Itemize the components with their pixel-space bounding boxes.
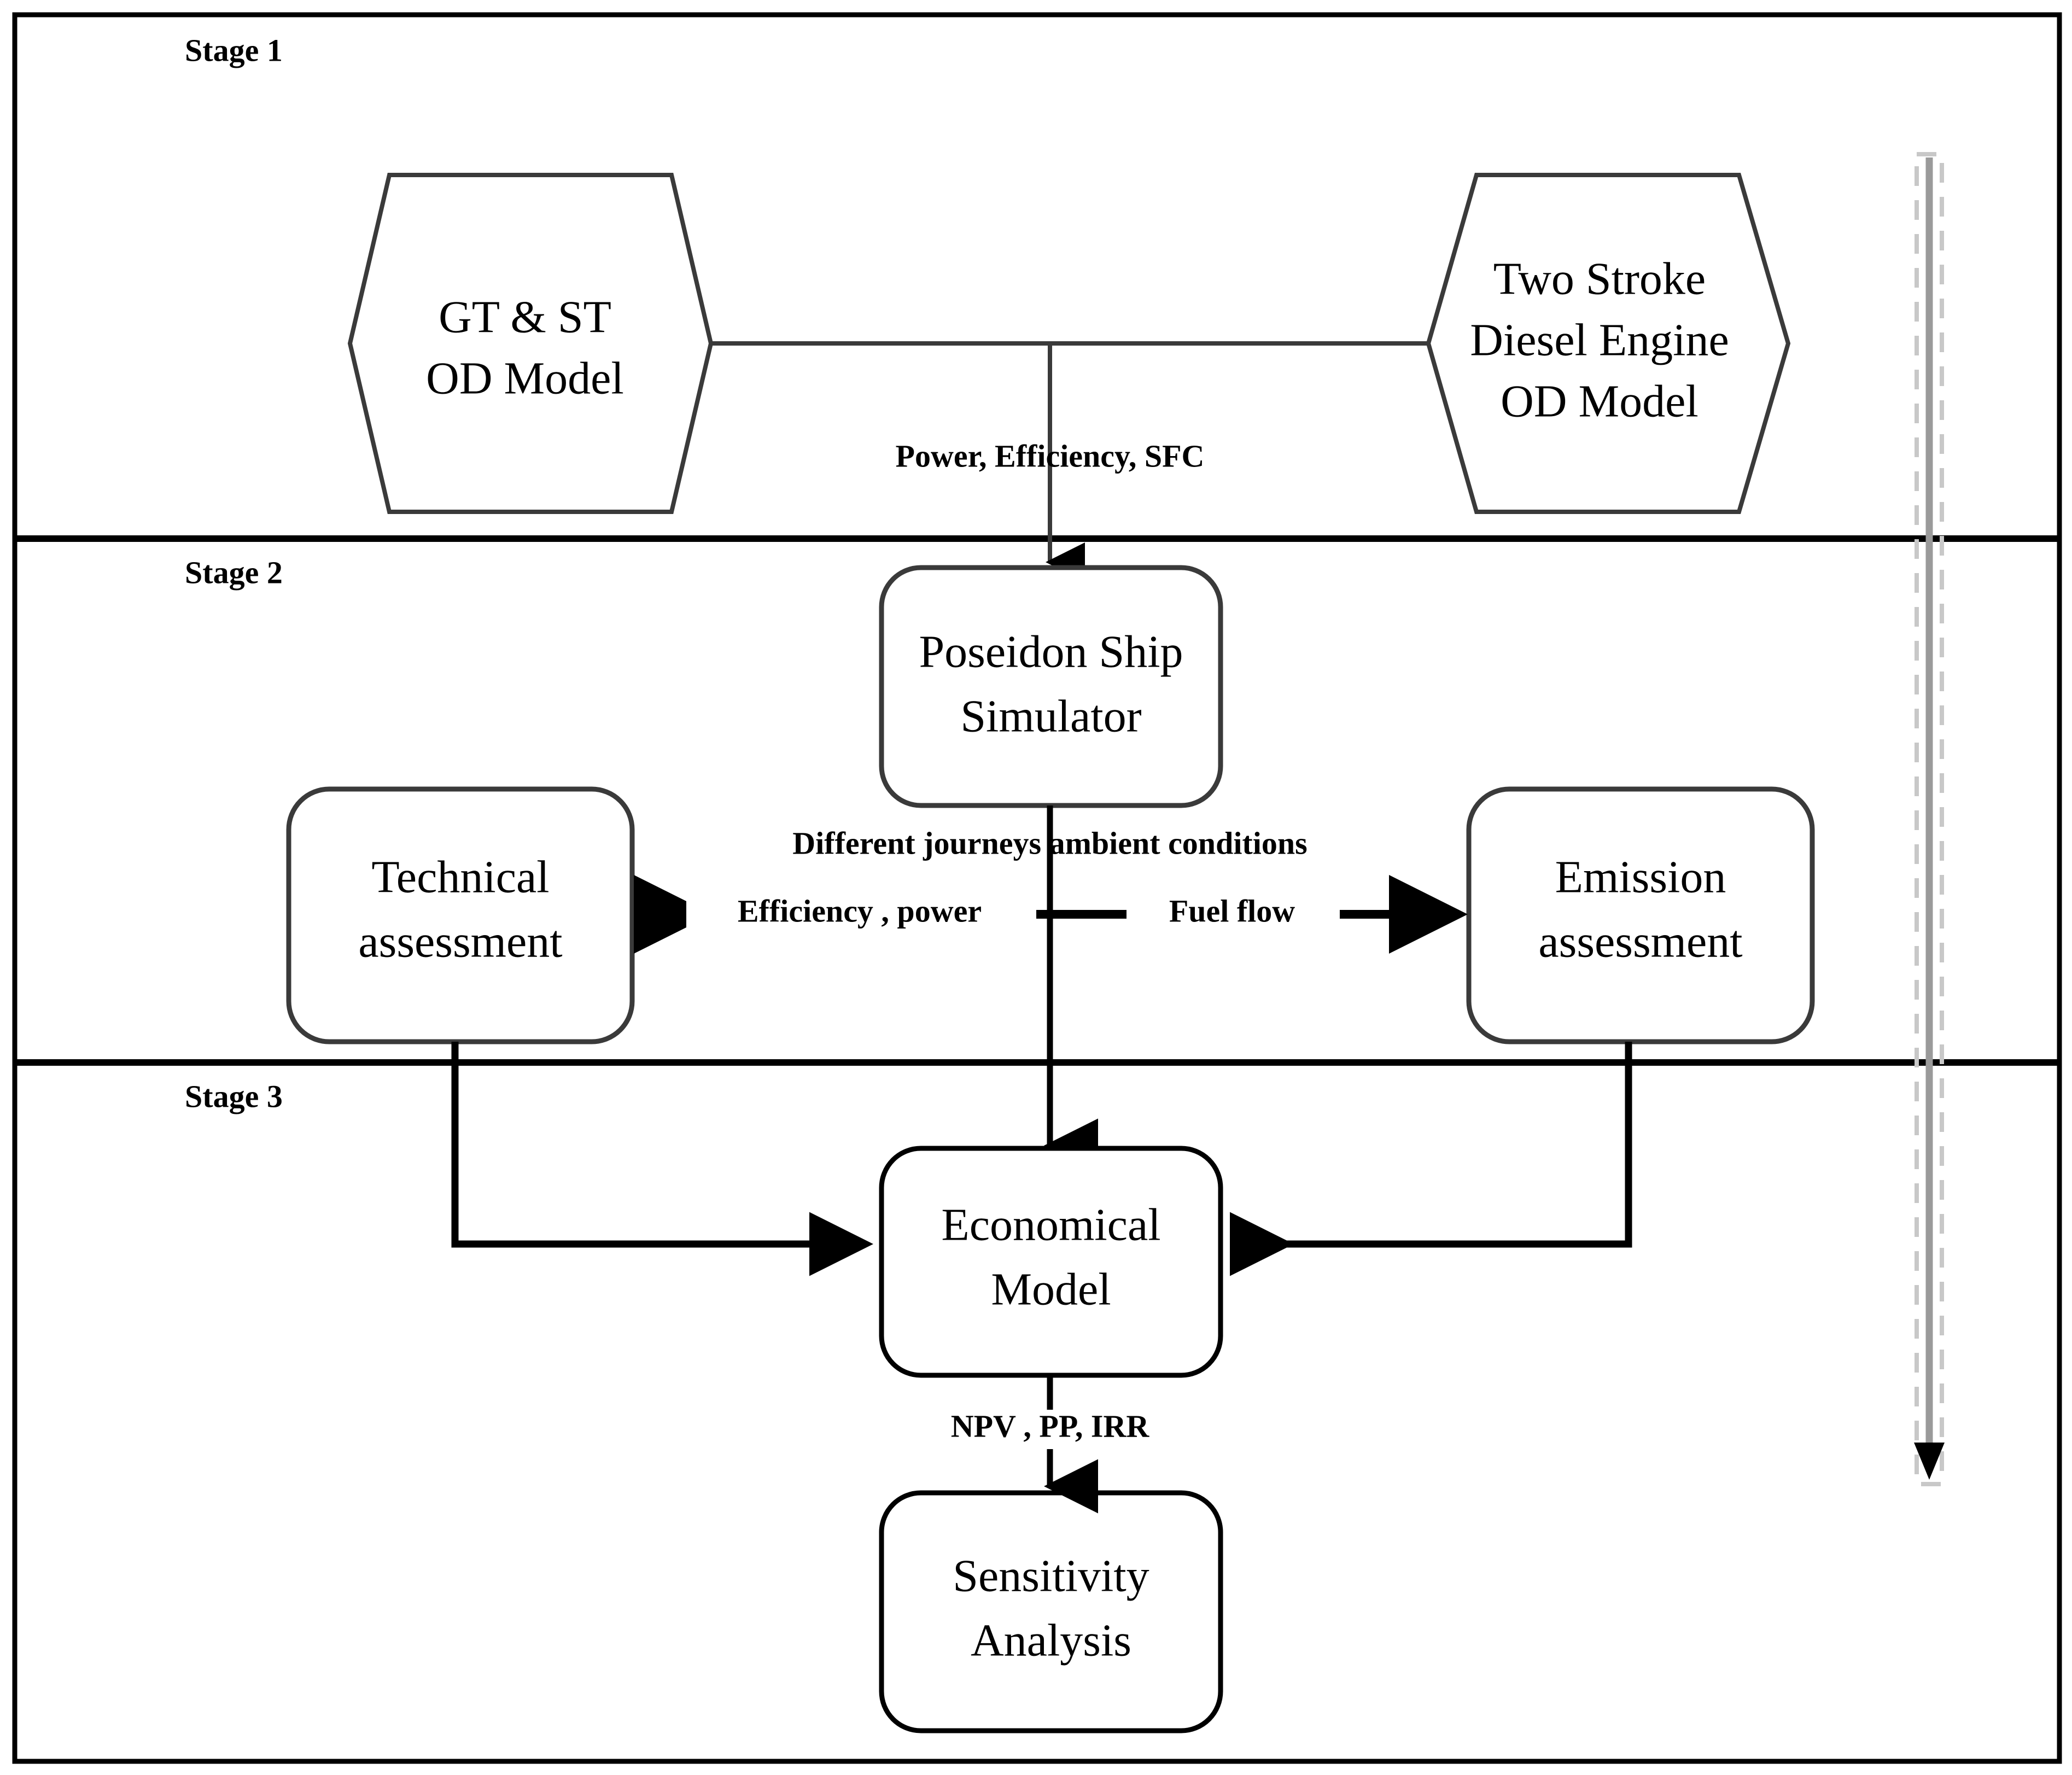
node-gt-st-od-model[interactable]: GT & ST OD Model [347,173,714,514]
rounded-box-sensitivity [879,1490,1223,1733]
node-emission-assessment[interactable]: Emission assessment [1466,786,1815,1044]
edge-label-efficiency-power: Efficiency , power [738,893,982,929]
node-label-technical-line1: Technical [371,851,549,902]
side-progress-indicator [1914,152,1945,1486]
stage-label-3: Stage 3 [185,1078,283,1114]
rounded-box-poseidon [879,565,1223,808]
side-arrow-head-icon [1914,1443,1945,1480]
edge-label-different-journeys: Different journeys ambient conditions [792,825,1307,861]
node-label-economical-line2: Model [991,1264,1111,1315]
node-label-two-stroke-line1: Two Stroke [1493,253,1706,304]
node-label-gt-st-line2: OD Model [426,353,624,404]
rounded-box-economical [879,1146,1223,1378]
edge-technical-to-economical [451,1042,873,1276]
node-sensitivity-analysis[interactable]: Sensitivity Analysis [879,1490,1223,1733]
label-backing-efficiency-power [686,895,1036,935]
edge-emission-to-economical [1230,1042,1632,1276]
node-label-economical-line1: Economical [941,1199,1160,1250]
node-technical-assessment[interactable]: Technical assessment [286,786,635,1044]
side-dashed-box [1915,152,1944,1486]
node-label-emission-line2: assessment [1538,916,1742,967]
node-label-two-stroke-line3: OD Model [1501,376,1699,427]
rounded-box-technical [286,786,635,1044]
stage-label-2: Stage 2 [185,554,283,590]
node-label-poseidon-line1: Poseidon Ship [919,626,1183,677]
node-label-technical-line2: assessment [358,916,562,967]
outer-frame [12,12,2062,1764]
node-economical-model[interactable]: Economical Model [879,1146,1223,1378]
rounded-box-emission [1466,786,1815,1044]
node-label-sensitivity-line2: Analysis [971,1615,1131,1666]
node-two-stroke-diesel-engine-od-model[interactable]: Two Stroke Diesel Engine OD Model [1426,173,1791,514]
node-label-sensitivity-line1: Sensitivity [953,1550,1149,1601]
edge-label-fuel-flow: Fuel flow [1169,893,1295,929]
label-backing-npv-pp-irr [896,1410,1207,1449]
stage-label-1: Stage 1 [185,32,283,68]
node-label-gt-st-line1: GT & ST [439,291,611,342]
node-poseidon-ship-simulator[interactable]: Poseidon Ship Simulator [879,565,1223,808]
node-label-poseidon-line2: Simulator [960,691,1141,741]
label-backing-fuel-flow [1127,895,1340,935]
edge-label-power-efficiency-sfc: Power, Efficiency, SFC [896,438,1205,474]
hexagon-outline-gt-st [347,173,714,514]
node-label-two-stroke-line2: Diesel Engine [1470,314,1729,365]
edge-label-npv-pp-irr: NPV , PP, IRR [951,1408,1150,1444]
node-label-emission-line1: Emission [1555,851,1726,902]
